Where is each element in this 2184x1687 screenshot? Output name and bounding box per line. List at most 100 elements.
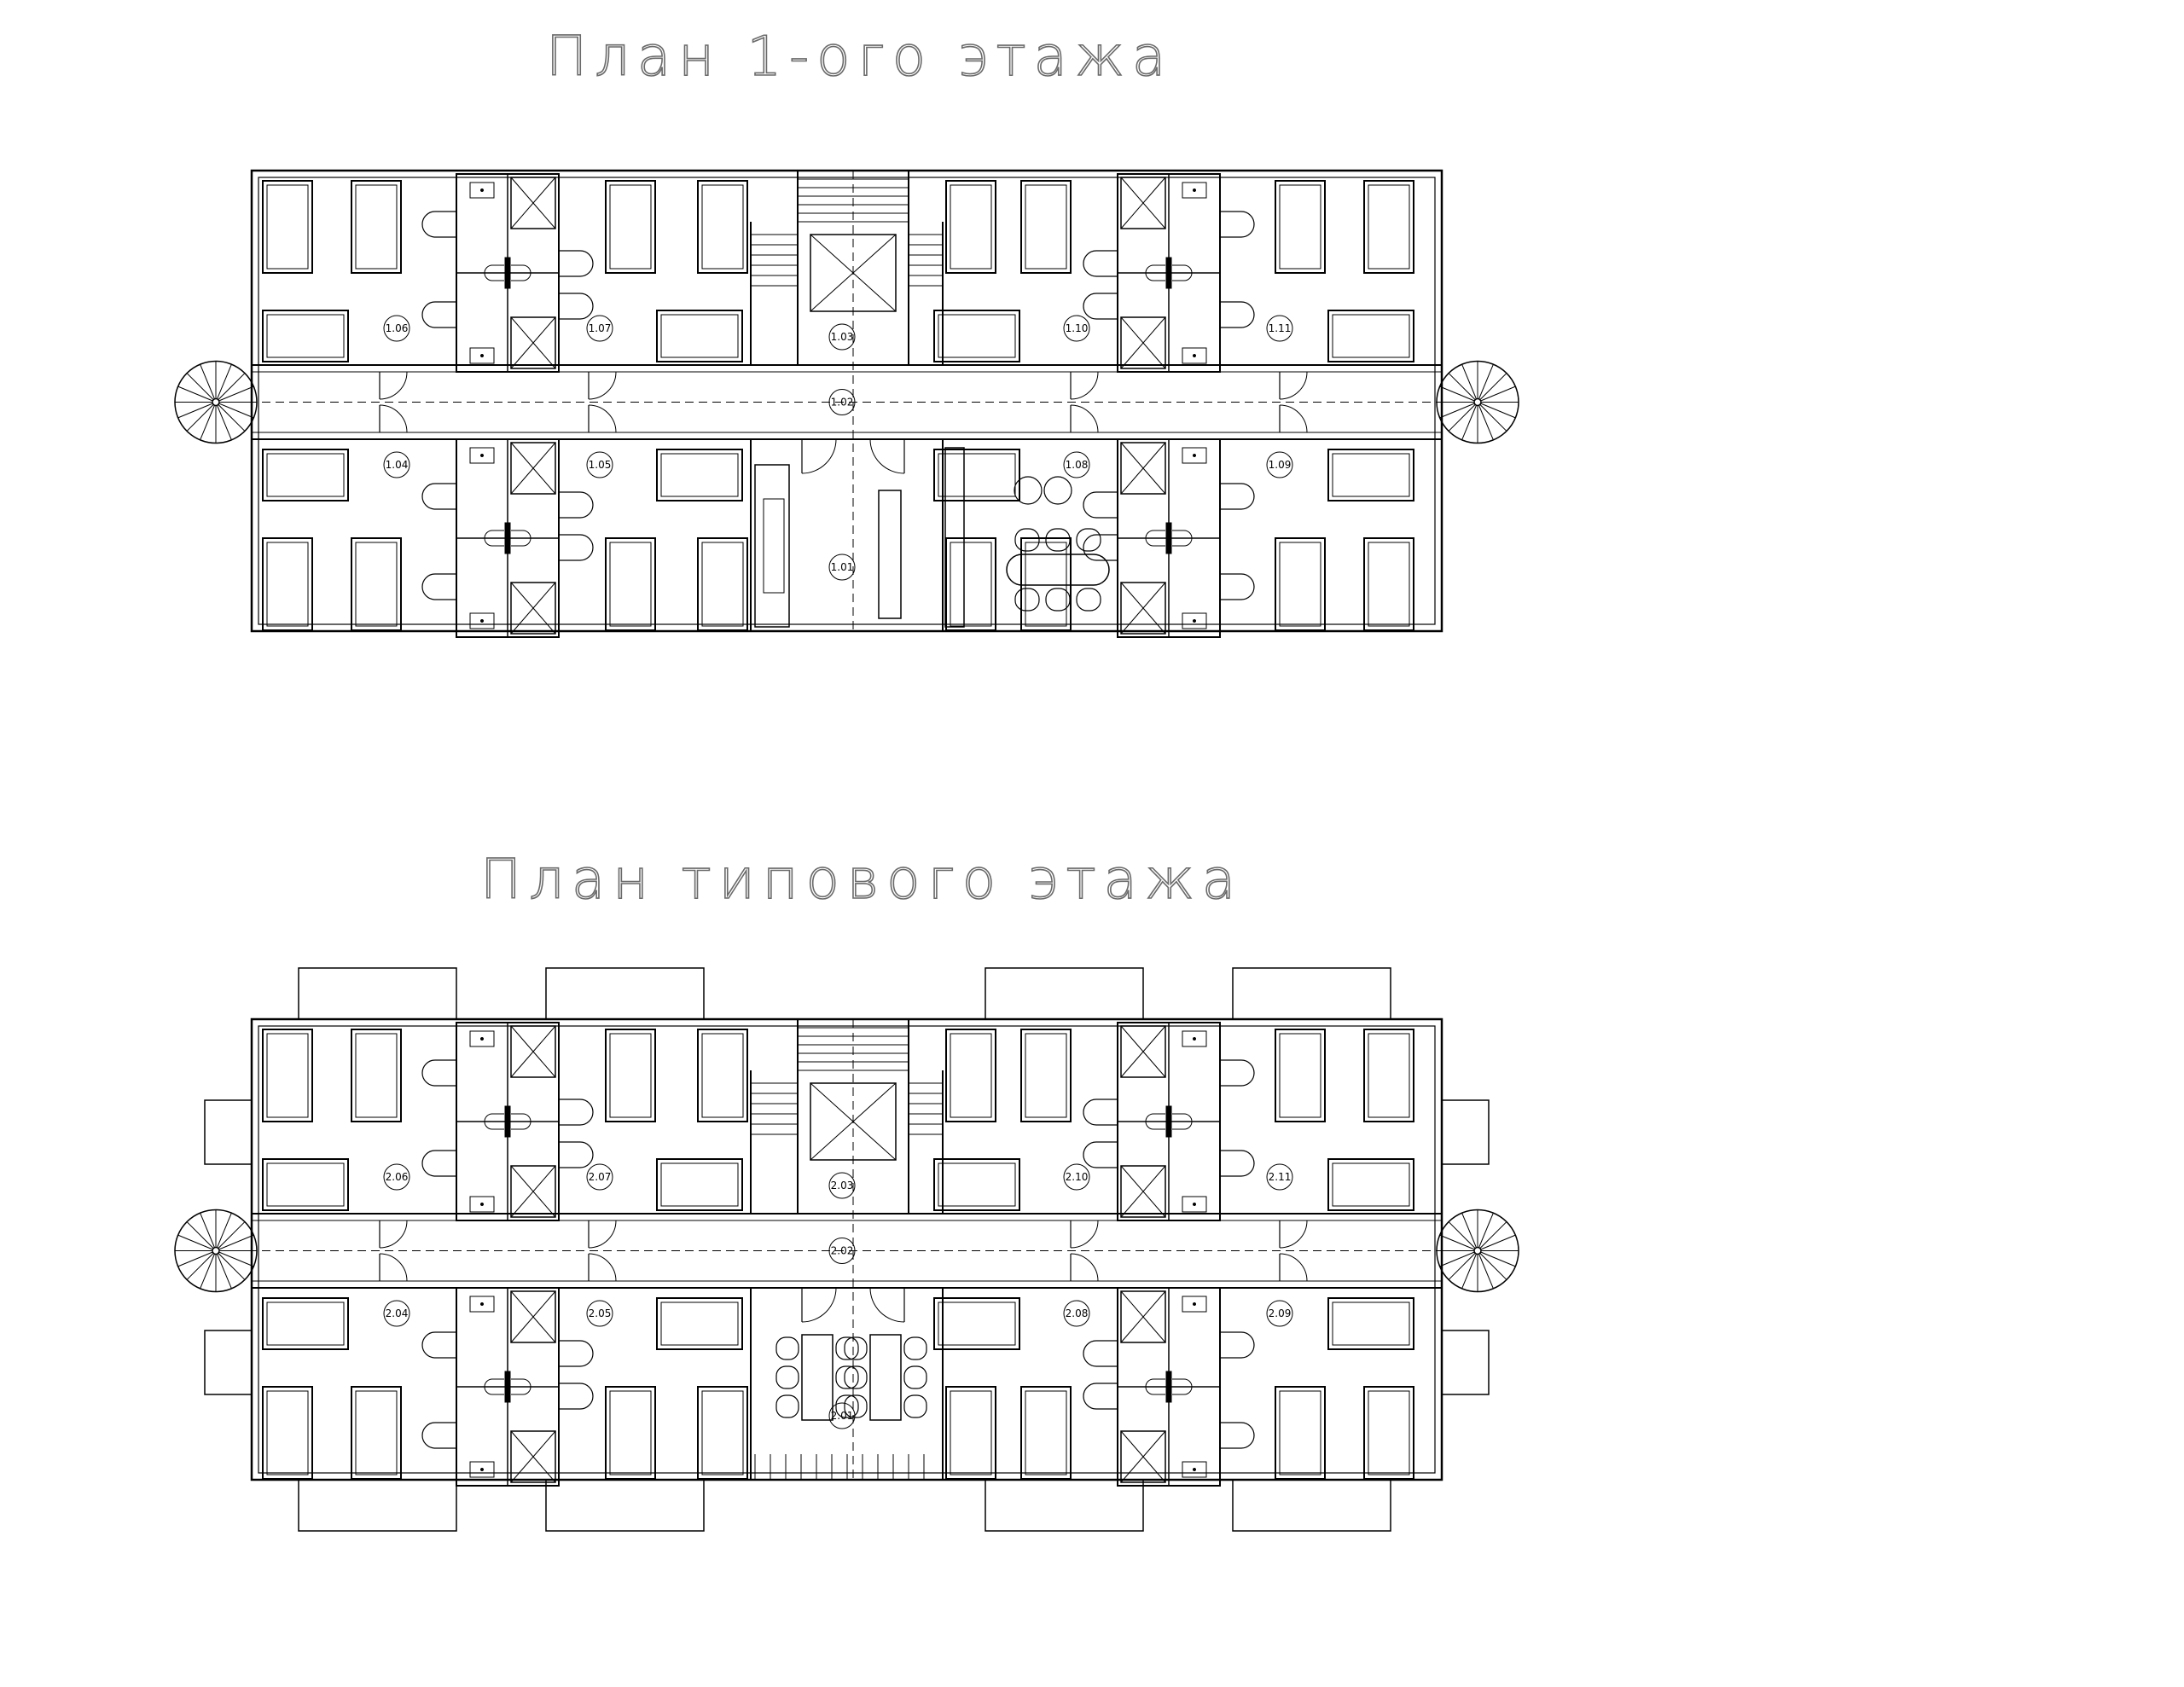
shower-cross: [510, 1430, 556, 1483]
bed-mattress: [938, 1162, 1016, 1207]
toilet-partition: [504, 257, 511, 289]
bed: [697, 1386, 748, 1480]
bathroom-door-swing: [559, 1340, 594, 1367]
bed-mattress: [266, 1390, 309, 1475]
spiral-stair-tread: [200, 402, 217, 441]
bed: [262, 180, 313, 274]
room-number-circle: [1063, 1300, 1090, 1327]
bed-mattress: [701, 1390, 744, 1475]
shower-tray: [1120, 177, 1166, 229]
toilet-partition: [1165, 1105, 1172, 1138]
bed-mattress: [355, 184, 398, 270]
bed-mattress: [355, 542, 398, 627]
spiral-stair-tread: [1461, 1250, 1478, 1290]
chair: [775, 1365, 799, 1389]
washbasin: [1182, 612, 1207, 629]
shower-tray: [510, 316, 556, 369]
bed: [605, 537, 656, 631]
bathroom-door-swing: [421, 573, 456, 600]
toilet-bowl: [484, 1113, 504, 1130]
balcony: [298, 1479, 457, 1532]
bed: [1327, 310, 1414, 362]
door-swing: [1279, 371, 1308, 400]
shower-tray: [510, 582, 556, 635]
bed-mattress: [660, 453, 739, 497]
spiral-stair-tread: [1448, 1250, 1478, 1280]
bed-mattress: [1279, 184, 1321, 270]
washbasin: [469, 1461, 495, 1478]
bathroom-door-swing: [559, 1141, 594, 1168]
shower-cross: [1120, 177, 1166, 229]
bed-mattress: [266, 314, 345, 358]
balcony: [545, 1479, 705, 1532]
bathroom-door-swing: [1220, 1059, 1255, 1087]
washbasin: [1182, 1196, 1207, 1213]
bathroom-door-swing: [559, 250, 594, 277]
bed: [933, 1158, 1020, 1211]
drain-dot: [479, 453, 485, 458]
room-number-circle: [828, 323, 856, 351]
shower-cross: [1120, 442, 1166, 495]
bathroom-door-swing: [1220, 1331, 1255, 1359]
bed-mattress: [609, 542, 652, 627]
toilet-bowl: [484, 264, 504, 281]
bathroom-door-swing: [1083, 491, 1118, 519]
room-number: 1.11: [1269, 322, 1292, 334]
spiral-stair-post: [1473, 397, 1482, 407]
shower-cross: [510, 316, 556, 369]
room-number: 1.10: [1066, 322, 1089, 334]
bed-mattress: [266, 184, 309, 270]
spiral-stair-tread: [215, 1250, 246, 1280]
room-number-circle: [383, 1163, 410, 1191]
toilet-partition: [504, 1105, 511, 1138]
bed: [1275, 537, 1326, 631]
washbasin: [469, 1196, 495, 1213]
bed: [351, 1029, 402, 1122]
bathroom-door-swing: [421, 301, 456, 328]
shower-cross: [1120, 1290, 1166, 1343]
sofa-seat: [763, 498, 785, 594]
armchair: [1014, 476, 1043, 505]
bed-mattress: [701, 184, 744, 270]
room-number-circle: [828, 554, 856, 581]
bed-mattress: [1368, 184, 1410, 270]
chair: [835, 1394, 859, 1418]
drain-dot: [479, 1301, 485, 1307]
side-balcony: [1441, 1099, 1490, 1165]
bathroom-door-swing: [1083, 250, 1118, 277]
drain-dot: [1192, 1467, 1197, 1472]
bed-mattress: [950, 1033, 992, 1118]
dining-table: [869, 1334, 902, 1421]
spiral-stair-tread: [215, 386, 254, 403]
door-swing: [801, 438, 837, 474]
bed-mattress: [266, 1033, 309, 1118]
spiral-stair-tread: [1477, 1250, 1507, 1280]
chair: [775, 1336, 799, 1360]
bed-mattress: [266, 1301, 345, 1346]
bed: [605, 180, 656, 274]
inner-wall-line: [258, 177, 1436, 625]
bed-mattress: [609, 184, 652, 270]
bed: [933, 449, 1020, 501]
drain-dot: [479, 1202, 485, 1207]
drain-dot: [1192, 353, 1197, 358]
toilet-bowl: [484, 530, 504, 547]
bed: [1363, 1029, 1414, 1122]
toilet-bowl: [1172, 264, 1193, 281]
bed: [262, 1029, 313, 1122]
room-number-circle: [1266, 1163, 1293, 1191]
room-number: 2.11: [1269, 1171, 1292, 1183]
bed-mattress: [1368, 1390, 1410, 1475]
drain-dot: [1192, 618, 1197, 623]
bathroom-door-swing: [1083, 534, 1118, 561]
bed-mattress: [1368, 1033, 1410, 1118]
door-swing: [801, 1287, 837, 1323]
bathroom-door-swing: [1220, 1422, 1255, 1449]
room-number-circle: [1266, 451, 1293, 478]
bed: [697, 1029, 748, 1122]
bed-mattress: [1025, 1033, 1067, 1118]
bed: [351, 537, 402, 631]
bed-mattress: [266, 542, 309, 627]
room-number-circle: [383, 315, 410, 342]
